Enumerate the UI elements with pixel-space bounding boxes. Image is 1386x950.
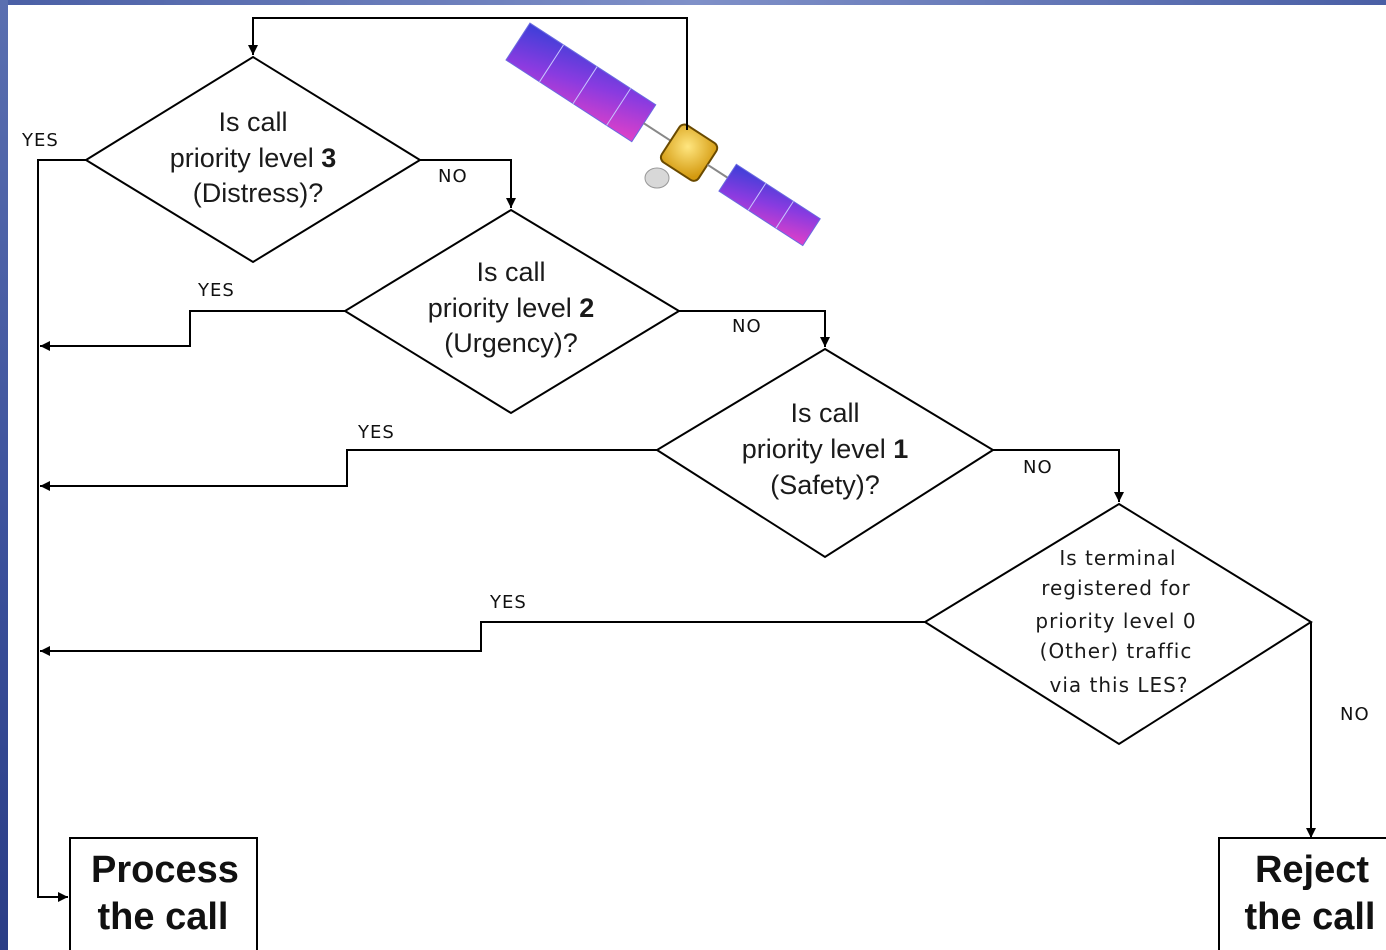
yes-label-distress: YES (21, 130, 59, 151)
no-label-registered: NO (1340, 704, 1370, 725)
yes-label-registered: YES (489, 592, 527, 613)
satellite-icon (505, 22, 821, 247)
process-call-box: Process the call (69, 837, 258, 950)
decision-distress (84, 55, 422, 264)
decision-safety-line3: (Safety)? (770, 470, 880, 500)
decision-safety (655, 347, 995, 559)
decision-registered-line1: Is terminal (1059, 546, 1176, 570)
decision-distress-line1: Is call (218, 107, 287, 137)
decision-registered-line4: (Other) traffic (1040, 639, 1193, 663)
decision-registered-line2: registered for (1041, 576, 1191, 600)
yes-label-safety: YES (357, 422, 395, 443)
decision-distress-line2: priority level 3 (170, 143, 337, 173)
decision-urgency-line3: (Urgency)? (444, 328, 578, 358)
decision-urgency (343, 208, 681, 415)
decision-registered (923, 502, 1313, 746)
decision-registered-line3: priority level 0 (1035, 609, 1196, 633)
decision-safety-line2: priority level 1 (742, 434, 909, 464)
process-box-line1: Process (91, 849, 239, 891)
process-box-line2: the call (98, 896, 229, 938)
decision-urgency-line1: Is call (476, 257, 545, 287)
no-label-distress: NO (438, 166, 468, 187)
slide-left-border (0, 0, 8, 950)
reject-box-line1: Reject (1255, 849, 1369, 891)
no-label-safety: NO (1023, 457, 1053, 478)
decision-registered-line5: via this LES? (1050, 673, 1189, 697)
reject-box-line2: the call (1245, 896, 1376, 938)
reject-call-box: Reject the call (1218, 837, 1386, 950)
no-label-urgency: NO (732, 316, 762, 337)
decision-urgency-line2: priority level 2 (428, 293, 595, 323)
yes-label-urgency: YES (197, 280, 235, 301)
decision-distress-line3: (Distress)? (193, 178, 324, 208)
decision-safety-line1: Is call (790, 398, 859, 428)
slide-top-border (0, 0, 1386, 5)
